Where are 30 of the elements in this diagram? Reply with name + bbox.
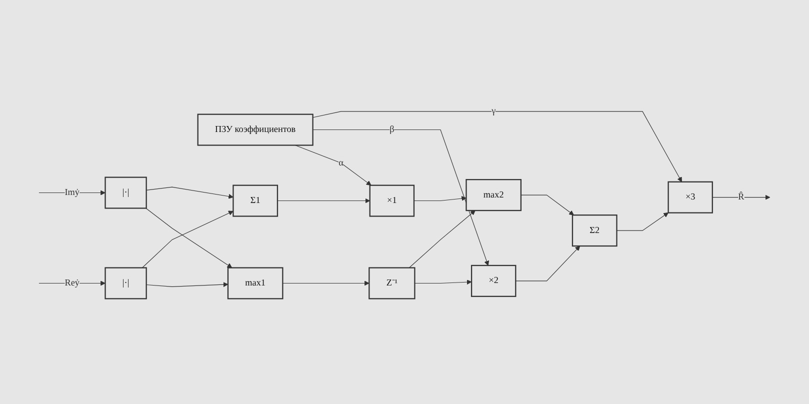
edge-label: β <box>390 124 394 135</box>
arrow <box>414 196 466 202</box>
edge-label: γ <box>492 106 496 116</box>
arrow <box>146 187 234 200</box>
arrow <box>712 195 770 200</box>
node-box: ×3 <box>668 182 713 214</box>
node-box: max1 <box>227 268 284 300</box>
arrow <box>146 282 228 288</box>
arrow <box>282 281 370 286</box>
node-box: max2 <box>466 179 522 212</box>
edge-label: Reẏ <box>64 278 80 288</box>
node-box: |·| <box>104 177 147 210</box>
node-box: ×1 <box>369 185 415 218</box>
arrow <box>515 246 580 282</box>
arrow <box>616 212 669 232</box>
node-box: ×2 <box>470 265 516 298</box>
edge-label: R̂ <box>738 192 744 202</box>
arrow <box>277 198 370 204</box>
node-box: Σ2 <box>572 214 618 247</box>
node-box: |·| <box>104 268 147 300</box>
arrow <box>414 280 472 285</box>
arrow <box>520 195 574 216</box>
node-box: Σ1 <box>232 185 278 218</box>
edge-label: Imẏ <box>64 188 80 198</box>
node-box: Z⁻¹ <box>368 268 416 300</box>
arrow <box>312 130 490 266</box>
arrow <box>408 210 476 268</box>
node-box: ПЗУ коэффициентов <box>197 114 314 146</box>
arrow <box>312 112 682 182</box>
edge-label: α <box>338 158 344 168</box>
